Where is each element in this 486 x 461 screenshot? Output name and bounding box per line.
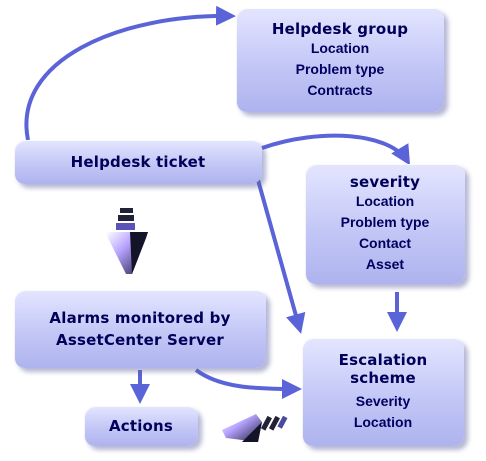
arrow-ticket-to-escalation [256, 179, 306, 334]
arrow-ticket-to-severity [261, 133, 411, 166]
severity-item: Asset [365, 256, 405, 272]
severity-title: severity [349, 173, 421, 191]
helpdesk-ticket-box: Helpdesk ticket [14, 140, 262, 184]
process-arrow-icon [222, 414, 288, 442]
alarms-title-line2: AssetCenter Server [56, 331, 224, 349]
severity-item: Location [355, 193, 415, 209]
helpdesk-ticket-title: Helpdesk ticket [70, 153, 206, 171]
escalation-item: Severity [355, 393, 411, 409]
process-arrow-icon [106, 208, 148, 274]
helpdesk-group-item: Location [310, 39, 370, 56]
escalation-title-line2: scheme [350, 369, 416, 387]
alarms-box: Alarms monitored by AssetCenter Server [14, 290, 266, 368]
escalation-item: Location [353, 414, 413, 430]
alarms-title-line1: Alarms monitored by [49, 309, 231, 327]
arrow-alarms-to-escalation [194, 368, 302, 399]
actions-title: Actions [108, 417, 174, 435]
escalation-box: Escalation scheme Severity Location [302, 338, 464, 446]
helpdesk-group-title: Helpdesk group [271, 19, 409, 38]
actions-box: Actions [84, 406, 198, 446]
arrow-ticket-to-group [24, 5, 236, 141]
severity-box: severity Location Problem type Contact A… [305, 164, 465, 284]
severity-item: Problem type [340, 214, 430, 230]
helpdesk-group-box: Helpdesk group Location Problem type Con… [236, 8, 444, 112]
escalation-title-line1: Escalation [338, 351, 428, 369]
helpdesk-group-item: Contracts [307, 81, 373, 98]
severity-item: Contact [358, 235, 412, 251]
helpdesk-group-item: Problem type [295, 60, 385, 77]
